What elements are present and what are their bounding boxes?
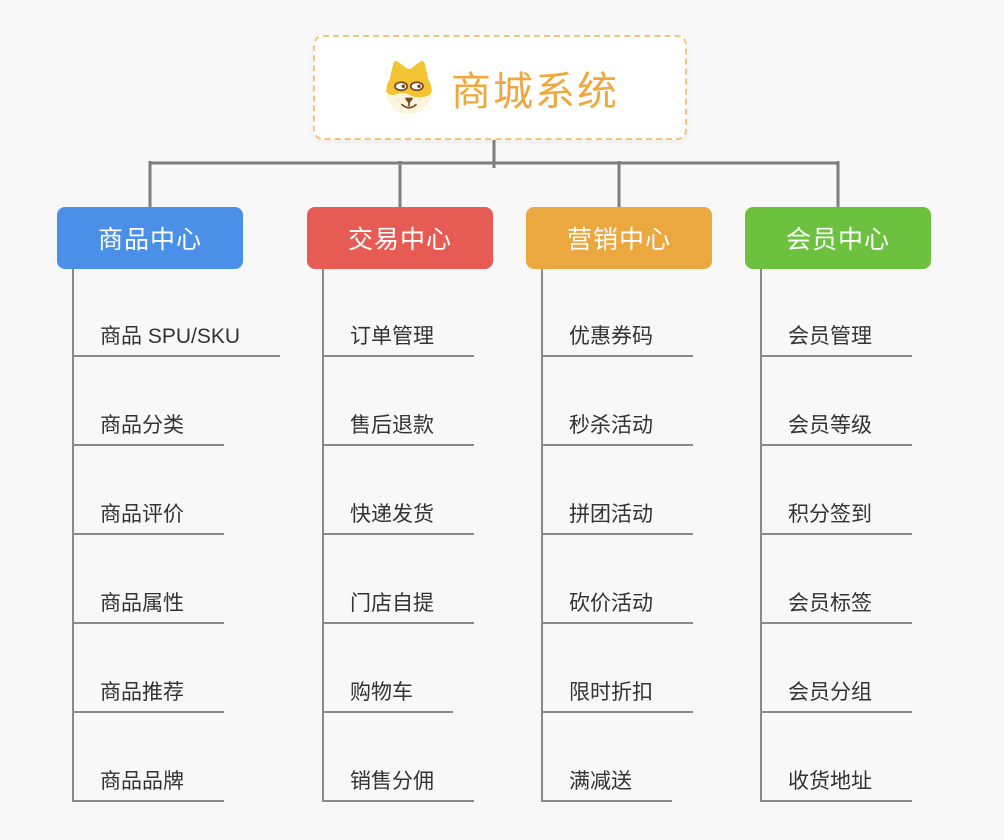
branch-node-product-center[interactable]: 商品中心: [57, 207, 243, 269]
child-node-member-center-3[interactable]: 积分签到: [760, 503, 912, 535]
child-node-trade-center-5[interactable]: 购物车: [322, 681, 453, 713]
branch-spine-trade-center: [322, 269, 324, 802]
child-node-marketing-center-5[interactable]: 限时折扣: [541, 681, 693, 713]
branch-label: 交易中心: [347, 226, 452, 254]
child-node-member-center-1[interactable]: 会员管理: [760, 325, 912, 357]
child-node-product-center-6[interactable]: 商品品牌: [72, 770, 224, 802]
branch-label: 会员中心: [785, 226, 890, 254]
child-node-member-center-4[interactable]: 会员标签: [760, 592, 912, 624]
child-node-trade-center-1[interactable]: 订单管理: [322, 325, 474, 357]
branch-label: 营销中心: [566, 226, 671, 254]
child-node-product-center-1[interactable]: 商品 SPU/SKU: [72, 325, 281, 357]
child-node-trade-center-2[interactable]: 售后退款: [322, 414, 474, 446]
child-node-marketing-center-6[interactable]: 满减送: [541, 770, 672, 802]
child-node-trade-center-6[interactable]: 销售分佣: [322, 770, 474, 802]
child-node-member-center-6[interactable]: 收货地址: [760, 770, 912, 802]
child-node-marketing-center-1[interactable]: 优惠券码: [541, 325, 693, 357]
child-node-marketing-center-3[interactable]: 拼团活动: [541, 503, 693, 535]
child-node-product-center-3[interactable]: 商品评价: [72, 503, 224, 535]
branch-spine-product-center: [72, 269, 74, 802]
child-node-marketing-center-4[interactable]: 砍价活动: [541, 592, 693, 624]
child-node-member-center-2[interactable]: 会员等级: [760, 414, 912, 446]
branch-node-trade-center[interactable]: 交易中心: [307, 207, 493, 269]
child-node-member-center-5[interactable]: 会员分组: [760, 681, 912, 713]
child-node-product-center-2[interactable]: 商品分类: [72, 414, 224, 446]
child-node-product-center-4[interactable]: 商品属性: [72, 592, 224, 624]
branch-node-member-center[interactable]: 会员中心: [745, 207, 931, 269]
branch-node-marketing-center[interactable]: 营销中心: [526, 207, 712, 269]
doge-face-icon: [381, 60, 437, 116]
branch-spine-marketing-center: [541, 269, 543, 802]
root-title: 商城系统: [451, 69, 619, 114]
child-node-trade-center-4[interactable]: 门店自提: [322, 592, 474, 624]
child-node-marketing-center-2[interactable]: 秒杀活动: [541, 414, 693, 446]
branch-label: 商品中心: [97, 226, 202, 254]
branch-spine-member-center: [760, 269, 762, 802]
child-node-product-center-5[interactable]: 商品推荐: [72, 681, 224, 713]
child-node-trade-center-3[interactable]: 快递发货: [322, 503, 474, 535]
root-node[interactable]: 商城系统: [313, 35, 687, 140]
